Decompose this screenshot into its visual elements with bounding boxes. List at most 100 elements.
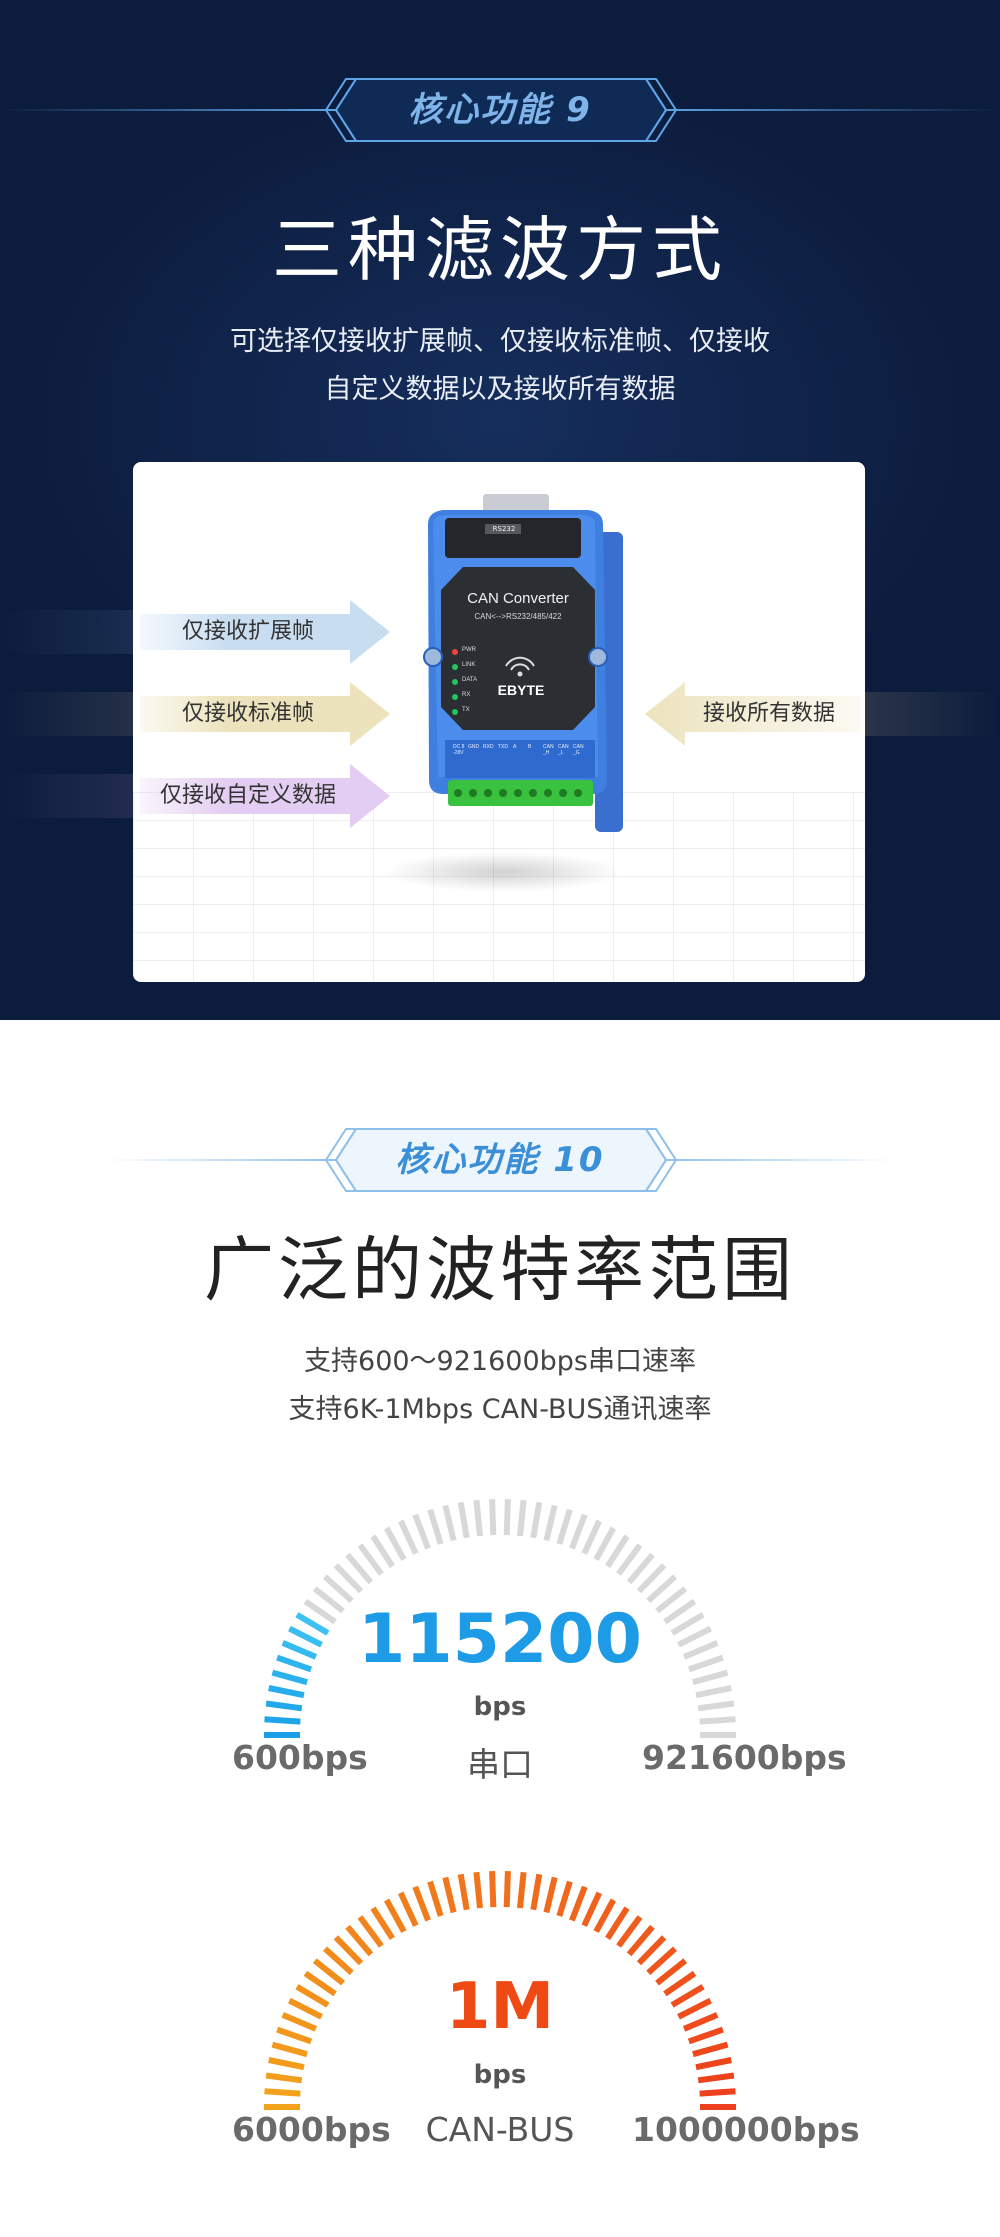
page-title: 三种滤波方式: [272, 209, 728, 291]
pin-label: TXD: [498, 744, 508, 750]
gauge-tick-filled: [543, 1876, 558, 1914]
gauge-tick-track: [677, 1625, 712, 1648]
led-label: TX: [462, 707, 470, 713]
gauge-tick-filled: [271, 1669, 308, 1686]
gauge-tick-filled: [687, 2026, 724, 2045]
gauge-tick-track: [530, 1501, 543, 1539]
gauge-tick-track: [646, 1574, 678, 1604]
gauge-tick-filled: [295, 1984, 330, 2008]
gauge-tick-filled: [616, 1915, 643, 1948]
gauge-tick-filled: [636, 1935, 667, 1966]
gauge-tick-track: [397, 1519, 419, 1555]
gauge-tick-filled: [288, 1997, 323, 2020]
gauge-tick-filled: [503, 1871, 511, 1908]
filter-arrow: 仅接收标准帧: [140, 682, 390, 746]
device-subtitle: CAN<-->RS232/485/422: [474, 612, 562, 621]
gauge-tick-filled: [295, 1612, 330, 1636]
gauge-tick-track: [303, 1598, 337, 1625]
gauge-tick-filled: [412, 1885, 431, 1922]
badge-line-left: [0, 109, 340, 111]
gauge-tick-track: [503, 1499, 511, 1536]
gauge-tick-track: [412, 1513, 431, 1550]
canbus-baud-value: 1M: [445, 1970, 555, 2044]
gauge-tick-filled: [697, 2072, 735, 2084]
gauge-tick-track: [473, 1499, 483, 1537]
gauge-tick-filled: [427, 1880, 444, 1917]
gauge-tick-track: [489, 1499, 497, 1536]
gauge-tick-track: [457, 1501, 470, 1539]
pin-label: CAN_L: [558, 744, 569, 756]
gauge-tick-track: [593, 1526, 617, 1562]
gauge-tick-filled: [265, 2072, 303, 2084]
gauge-tick-track: [655, 1586, 688, 1614]
gauge-tick-filled: [695, 2057, 732, 2071]
serial-baud-unit: bps: [473, 1692, 527, 1722]
gauge-tick-track: [543, 1504, 558, 1542]
serial-min-label: 600bps: [232, 1738, 368, 1777]
badge-line-left: [105, 1159, 340, 1161]
gauge-tick-filled: [264, 1716, 301, 1725]
canbus-min-label: 6000bps: [232, 2110, 391, 2149]
gauge-tick-track: [581, 1519, 603, 1555]
section-title: 广泛的波特率范围: [204, 1229, 796, 1311]
gauge-tick-filled: [322, 1946, 354, 1976]
feature9-badge: 核心功能 9: [0, 70, 1000, 150]
gauge-tick-filled: [268, 1685, 305, 1699]
gauge-tick-track: [322, 1574, 354, 1604]
canbus-baud-unit: bps: [473, 2060, 527, 2090]
gauge-tick-filled: [370, 1906, 395, 1941]
pin-label: CAN_G: [573, 744, 584, 756]
filter-label: 仅接收自定义数据: [160, 783, 337, 808]
gauge-tick-filled: [397, 1891, 419, 1927]
gauge-tick-track: [636, 1563, 667, 1594]
badge-frame: [324, 78, 678, 142]
pin-label: A: [513, 744, 517, 750]
filter-label: 仅接收标准帧: [182, 701, 315, 726]
badge-frame: [324, 1128, 678, 1192]
gauge-tick-filled: [271, 2041, 308, 2058]
gauge-tick-filled: [593, 1898, 617, 1934]
gauge-tick-filled: [605, 1906, 630, 1941]
canbus-name-label: CAN-BUS: [425, 2110, 575, 2149]
gauge-tick-track: [442, 1504, 457, 1542]
gauge-tick-track: [556, 1508, 573, 1545]
led-label: RX: [462, 692, 471, 698]
description-line-2: 支持6K-1Mbps CAN-BUS通讯速率: [288, 1394, 712, 1425]
led-label: DATA: [462, 677, 478, 683]
gauge-tick-filled: [569, 1885, 588, 1922]
gauge-tick-track: [605, 1534, 630, 1569]
pin-label: B: [528, 744, 532, 750]
description-line-2: 自定义数据以及接收所有数据: [324, 374, 676, 405]
gauge-tick-filled: [312, 1958, 345, 1986]
brand-logo: EBYTE: [497, 682, 545, 698]
feature10-section: 核心功能 10 广泛的波特率范围 支持600～921600bps串口速率 支持6…: [0, 1020, 1000, 2237]
gauge-tick-filled: [276, 1654, 313, 1673]
gauge-tick-filled: [556, 1880, 573, 1917]
serial-baud-gauge: [264, 1499, 736, 1738]
pin-label: RXD: [483, 744, 494, 750]
led-label: LINK: [462, 662, 476, 668]
receive-all-arrow: 接收所有数据: [645, 682, 860, 746]
gauge-tick-filled: [530, 1873, 543, 1911]
gauge-tick-filled: [383, 1898, 407, 1934]
filter-arrow: 仅接收扩展帧: [140, 600, 390, 664]
device-shadow: [383, 852, 623, 892]
gauge-tick-track: [312, 1586, 345, 1614]
device-name: CAN Converter: [467, 590, 569, 607]
feature10-badge: 核心功能 10: [0, 1120, 1000, 1200]
gauge-tick-filled: [677, 1997, 712, 2020]
gauge-tick-filled: [281, 2012, 318, 2032]
pin-label: DC 8-28V: [453, 744, 465, 756]
arrow-right-shape: [140, 682, 390, 746]
gauge-tick-filled: [581, 1891, 603, 1927]
gauge-tick-filled: [682, 2012, 719, 2032]
gauge-tick-track: [345, 1552, 374, 1585]
arrow-right-shape: [140, 764, 390, 828]
gauge-tick-track: [692, 1669, 729, 1686]
gauge-tick-filled: [670, 1984, 705, 2008]
serial-max-label: 921600bps: [642, 1738, 847, 1777]
gauge-tick-filled: [288, 1625, 323, 1648]
gauge-tick-filled: [473, 1871, 483, 1909]
gauge-tick-track: [670, 1612, 705, 1636]
canbus-baud-gauge: [264, 1871, 736, 2110]
